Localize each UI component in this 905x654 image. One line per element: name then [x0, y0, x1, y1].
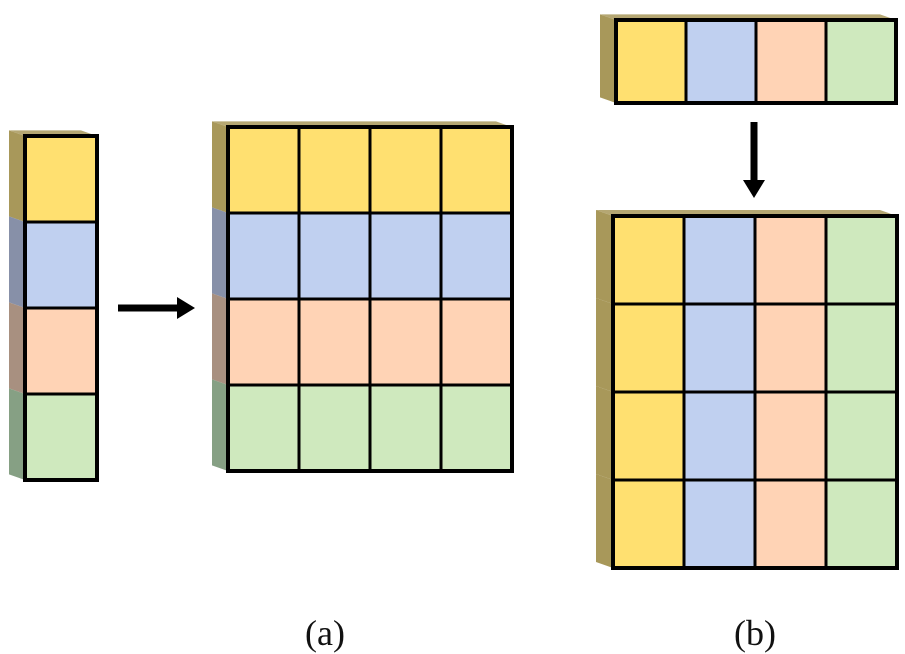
a-arrow — [118, 297, 195, 319]
b-matrix-border — [611, 214, 899, 570]
b-matrix-cell-r4-c2 — [682, 478, 757, 570]
a-matrix-cell-r1-c4 — [439, 125, 514, 215]
b-matrix-depth-row-2 — [596, 298, 613, 392]
a-matrix-cell-r1-c1 — [226, 125, 301, 215]
b-matrix-depth-row-4 — [596, 474, 613, 568]
b-vector-depth-row-1 — [600, 14, 616, 103]
b-matrix-cell-r1-c1 — [611, 214, 686, 306]
b-matrix-cell-r2-c3 — [753, 302, 828, 394]
a-vector-cell-r4-c1 — [23, 392, 99, 482]
b-matrix-cell-r2-c2 — [682, 302, 757, 394]
b-matrix-cell-r3-c3 — [753, 390, 828, 482]
b-vector-border — [614, 18, 898, 105]
a-vector-cell-r3-c1 — [23, 306, 99, 396]
b-vector-cell-r1-c3 — [754, 18, 828, 105]
b-matrix-cell-r3-c1 — [611, 390, 686, 482]
b-vector-cell-r1-c1 — [614, 18, 688, 105]
b-matrix-cell-r4-c1 — [611, 478, 686, 570]
panel-b — [596, 14, 899, 570]
b-matrix-cell-r1-c3 — [753, 214, 828, 306]
a-matrix-cell-r3-c2 — [297, 297, 372, 387]
b-matrix-cell-r2-c1 — [611, 302, 686, 394]
a-matrix-cell-r2-c1 — [226, 211, 301, 301]
b-vector-cell-r1-c2 — [684, 18, 758, 105]
a-matrix-cell-r2-c3 — [368, 211, 443, 301]
a-matrix-cell-r3-c4 — [439, 297, 514, 387]
a-vector-depth-row-1 — [9, 130, 25, 222]
a-matrix-cell-r4-c4 — [439, 383, 514, 473]
caption-a: (a) — [305, 613, 345, 653]
b-matrix-cell-r4-c3 — [753, 478, 828, 570]
b-matrix-depth-row-3 — [596, 386, 613, 480]
a-matrix-cell-r1-c3 — [368, 125, 443, 215]
a-matrix-depth-row-2 — [212, 207, 228, 299]
b-arrow — [743, 122, 765, 198]
b-matrix-cell-r1-c4 — [824, 214, 899, 306]
a-vector-border — [23, 134, 99, 482]
caption-b: (b) — [734, 613, 776, 653]
a-matrix-cell-r3-c3 — [368, 297, 443, 387]
a-matrix-cell-r4-c1 — [226, 383, 301, 473]
a-vector-cell-r2-c1 — [23, 220, 99, 310]
b-matrix-cell-r2-c4 — [824, 302, 899, 394]
b-vector-cell-r1-c4 — [824, 18, 898, 105]
a-matrix-depth-row-4 — [212, 379, 228, 471]
a-matrix-border — [226, 125, 514, 473]
a-vector-depth-row-4 — [9, 388, 25, 480]
b-matrix-cell-r3-c4 — [824, 390, 899, 482]
a-matrix-depth-row-3 — [212, 293, 228, 385]
b-matrix-depth-row-1 — [596, 210, 613, 304]
a-matrix-cell-r2-c2 — [297, 211, 372, 301]
b-matrix-cell-r1-c2 — [682, 214, 757, 306]
a-matrix-cell-r4-c2 — [297, 383, 372, 473]
a-vector-depth-row-3 — [9, 302, 25, 394]
a-arrow-shape — [118, 297, 195, 319]
a-matrix-cell-r1-c2 — [297, 125, 372, 215]
a-vector-depth-row-2 — [9, 216, 25, 308]
a-matrix-cell-r2-c4 — [439, 211, 514, 301]
a-vector-cell-r1-c1 — [23, 134, 99, 224]
a-matrix-cell-r3-c1 — [226, 297, 301, 387]
b-matrix-cell-r3-c2 — [682, 390, 757, 482]
panel-a — [9, 121, 514, 482]
a-matrix-cell-r4-c3 — [368, 383, 443, 473]
b-matrix-cell-r4-c4 — [824, 478, 899, 570]
a-matrix-depth-row-1 — [212, 121, 228, 213]
b-arrow-shape — [743, 122, 765, 198]
